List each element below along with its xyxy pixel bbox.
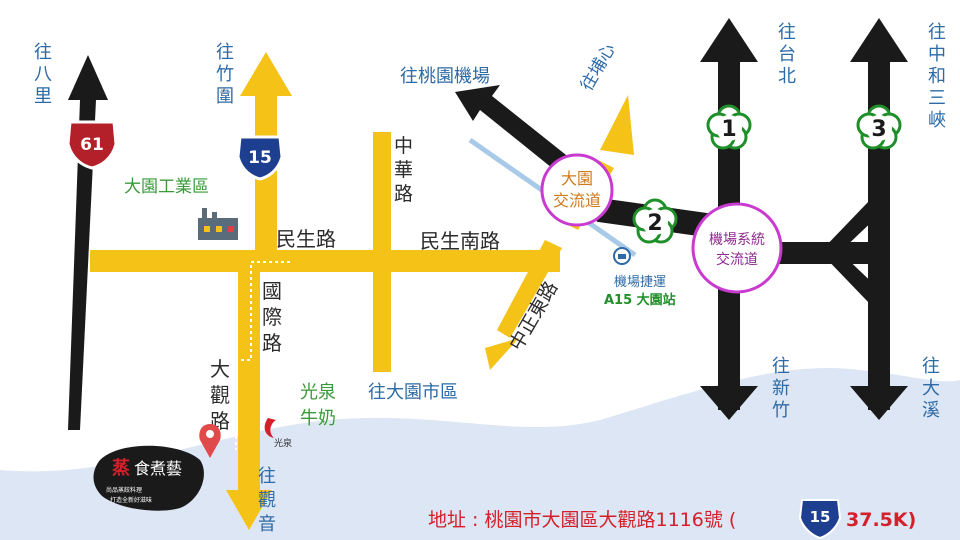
address-text: 地址 : 桃園市大園區大觀路1116號 (	[428, 509, 736, 531]
dotted-route	[235, 261, 290, 450]
dir-taoyuan-airport: 往桃園機場	[400, 66, 490, 87]
interchange-airport-line1: 機場系統	[709, 232, 765, 248]
interchange-airport-system: 機場系統 交流道	[691, 202, 783, 294]
yellow-roads	[90, 52, 634, 530]
route-61-shield: 61	[66, 120, 118, 170]
industrial-zone-label: 大園工業區	[124, 177, 209, 197]
interchange-dayuan-line2: 交流道	[553, 191, 601, 210]
svg-text:尚品蒸餃料理: 尚品蒸餃料理	[106, 486, 142, 494]
route-61-number: 61	[80, 135, 104, 155]
milk-logo-icon: 光泉	[264, 418, 292, 449]
dir-daxi: 往 大 溪	[922, 356, 946, 421]
road-minsheng-south: 民生南路	[420, 229, 500, 253]
guangquan-milk-label: 光泉 牛奶	[300, 382, 342, 429]
dir-zhonghe-sanxia: 往 中 和 三 峽	[928, 22, 952, 131]
dir-dayuan-city: 往大園市區	[368, 382, 458, 403]
interchange-airport-line2: 交流道	[716, 251, 758, 268]
svg-text:蒸: 蒸	[112, 458, 130, 479]
svg-text:3: 3	[871, 117, 886, 142]
svg-text:15: 15	[810, 508, 831, 526]
road-zhonghua: 中 華 路	[394, 135, 419, 205]
dir-guanyin: 往 觀 音	[258, 466, 282, 535]
shop-logo: 蒸 食煮藝 尚品蒸餃料理 打造全新好滋味	[93, 445, 204, 511]
road-minsheng: 民生路	[276, 227, 336, 251]
dir-taipei: 往 台 北	[778, 22, 802, 87]
metro-station: A15 大園站	[604, 292, 676, 308]
svg-text:食煮藝: 食煮藝	[134, 459, 182, 478]
marker-2: 2	[632, 198, 678, 244]
route-15-shield: 15	[236, 135, 284, 181]
interchange-dayuan: 大園 交流道	[540, 153, 614, 227]
marker-1: 1	[706, 104, 752, 150]
interchange-dayuan-line1: 大園	[561, 169, 593, 188]
svg-text:往埔心: 往埔心	[577, 40, 620, 94]
svg-text:光泉: 光泉	[274, 437, 292, 449]
address-shield: 15	[798, 499, 842, 540]
metro-name: 機場捷運	[614, 275, 666, 290]
route-61-highway	[68, 55, 108, 430]
svg-text:2: 2	[647, 211, 662, 236]
metro-icon	[613, 247, 631, 265]
svg-text:打造全新好滋味: 打造全新好滋味	[110, 496, 152, 504]
address-km: 37.5K)	[846, 509, 916, 531]
map-pin-icon	[199, 424, 221, 458]
marker-3: 3	[856, 104, 902, 150]
dir-zhuwei: 往 竹 圍	[216, 42, 240, 107]
road-guoji: 國 際 路	[262, 279, 288, 355]
factory-icon	[198, 208, 238, 240]
svg-text:1: 1	[721, 117, 736, 142]
road-daguan: 大 觀 路	[210, 357, 236, 433]
route-15-number: 15	[248, 148, 272, 168]
dir-hsinchu: 往 新 竹	[772, 356, 796, 421]
dir-pusin: 往埔心	[577, 40, 620, 94]
dir-bali: 往 八 里	[34, 42, 58, 107]
